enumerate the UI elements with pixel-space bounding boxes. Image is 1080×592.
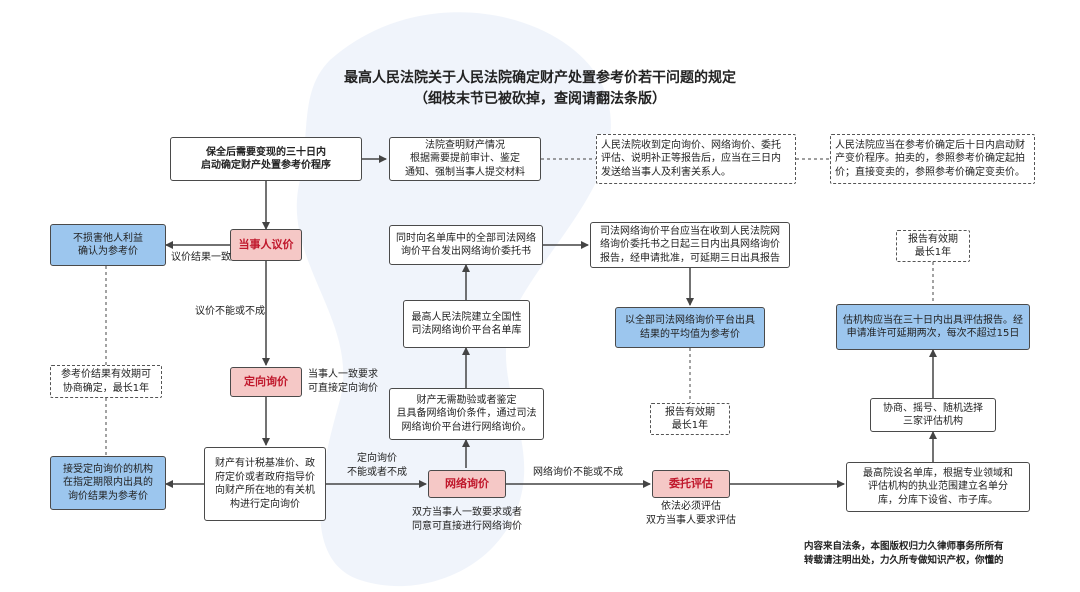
- label-agree: 议价结果一致: [171, 252, 231, 263]
- party-negotiate-box: 当事人议价: [230, 229, 302, 261]
- change-procedure-box: 人民法院应当在参考价确定后十日内启动财 产变价程序。拍卖的，参照参考价确定起拍 …: [830, 134, 1035, 184]
- start-box: 保全后需要变现的三十日内 启动确定财产处置参考价程序: [170, 137, 362, 181]
- validity-note-right: 报告有效期 最长1年: [896, 230, 970, 262]
- validity-note-middle: 报告有效期 最长1年: [650, 403, 730, 435]
- court-check-box: 法院查明财产情况 根据需要提前审计、鉴定 通知、强制当事人提交材料: [389, 137, 541, 181]
- label-party-request: 当事人一致要求 可直接定向询价: [308, 369, 378, 394]
- page-subtitle: （细枝末节已被砍掉，查阅请翻法条版）: [414, 91, 666, 107]
- label-cannot-agree: 议价不能或不成: [195, 306, 265, 317]
- page-title: 最高人民法院关于人民法院确定财产处置参考价若干问题的规定: [344, 70, 736, 86]
- label-directed-fail: 定向询价 不能或者不成: [347, 453, 407, 478]
- label-must-evaluate: 依法必须评估 双方当事人要求评估: [646, 501, 736, 526]
- confirm-reference-box: 不损害他人利益 确认为参考价: [50, 224, 166, 266]
- copyright-footer: 内容来自法条，本图版权归力久律师事务所所有 转载请注明出处，力久所专做知识产权，…: [804, 541, 1004, 567]
- directed-inquiry-box: 定向询价: [230, 367, 302, 397]
- average-reference-box: 以全部司法网络询价平台出具 结果的平均值为参考价: [615, 307, 765, 348]
- label-party-online: 双方当事人一致要求或者 同意可直接进行网络询价: [412, 507, 522, 532]
- online-inquiry-box: 网络询价: [428, 470, 506, 498]
- select-three-box: 协商、摇号、随机选择 三家评估机构: [870, 398, 996, 432]
- validity-note-left: 参考价结果有效期可 协商确定，最长1年: [50, 365, 162, 398]
- no-inspection-box: 财产无需勘验或者鉴定 且具备网络询价条件，通过司法 网络询价平台进行网络询价。: [389, 388, 544, 440]
- supreme-list2-box: 最高院设名单库，根据专业领域和 评估机构的执业范围建立名单分 库，分库下设省、市…: [846, 462, 1030, 512]
- entrust-evaluation-box: 委托评估: [652, 470, 730, 498]
- send-letter-box: 同时向名单库中的全部司法网络 询价平台发出网络询价委托书: [389, 225, 543, 265]
- platform-report-box: 司法网络询价平台应当在收到人民法院网 络询价委托书之日起三日内出具网络询价 报告…: [590, 222, 790, 268]
- accept-directed-box: 接受定向询价的机构 在指定期限内出具的 询价结果为参考价: [50, 456, 166, 510]
- evaluation-report-box: 估机构应当在三十日内出具评估报告。经 申请准许可延期两次，每次不超过15日: [836, 304, 1030, 350]
- tax-price-box: 财产有计税基准价、政 府定价或者政府指导价 向财产所在地的有关机 构进行定向询价: [204, 447, 326, 521]
- label-online-fail: 网络询价不能或不成: [533, 467, 623, 478]
- notify-box: 人民法院收到定向询价、网络询价、委托 评估、说明补正等报告后，应当在三日内 发送…: [596, 134, 796, 184]
- supreme-list-box: 最高人民法院建立全国性 司法网络询价平台名单库: [403, 300, 530, 348]
